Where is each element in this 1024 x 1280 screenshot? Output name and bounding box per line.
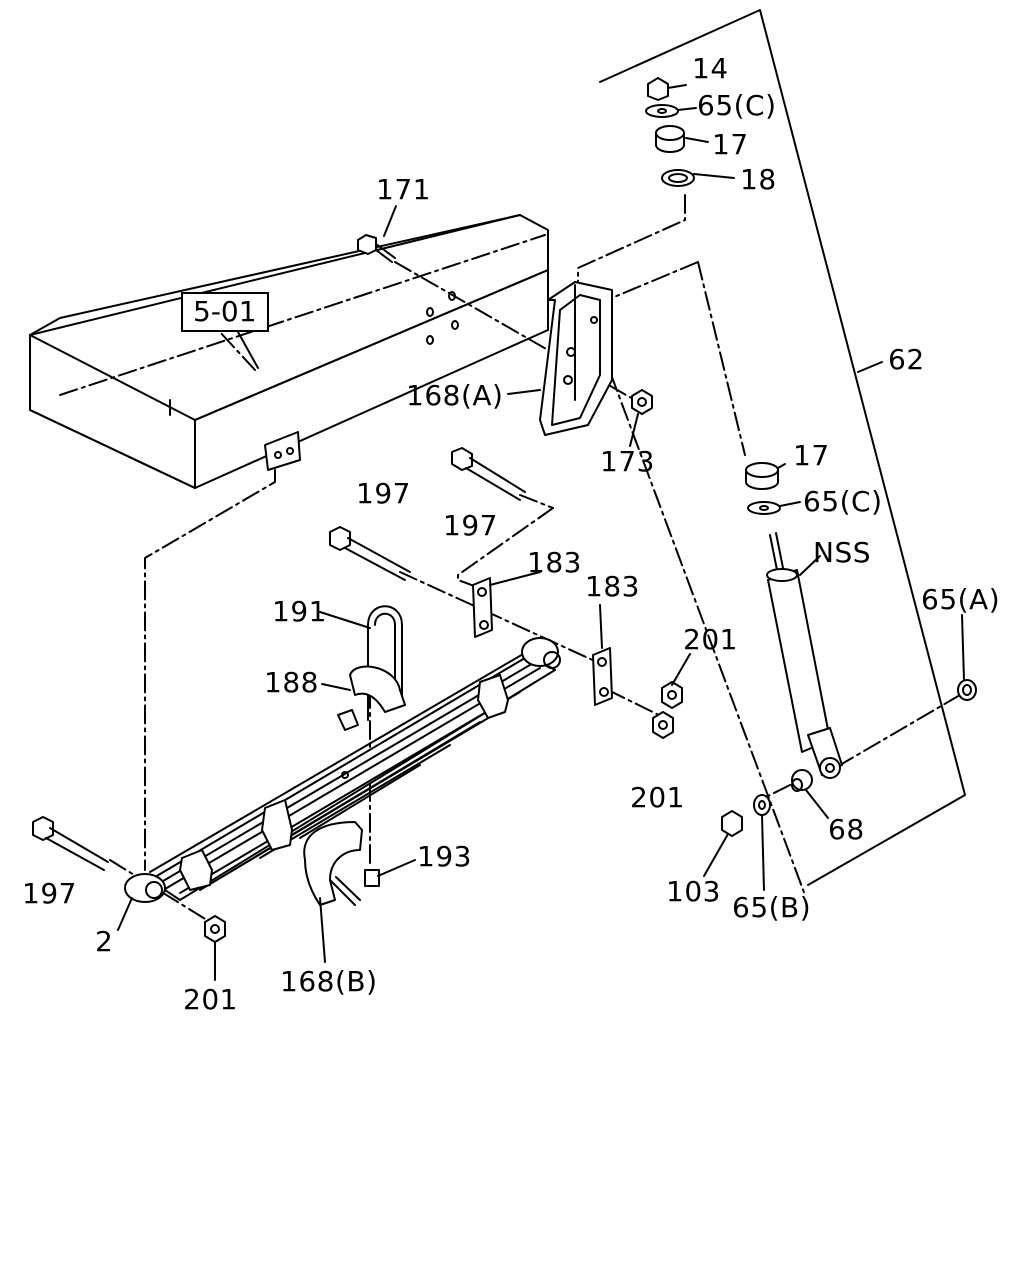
nuts-201 <box>204 681 683 943</box>
reference-box-5-01[interactable]: 5-01 <box>181 292 269 332</box>
leader-lines <box>117 84 965 981</box>
label-197-c: 197 <box>22 877 77 910</box>
label-171: 171 <box>376 173 431 206</box>
label-14: 14 <box>692 52 729 85</box>
label-2: 2 <box>95 925 114 958</box>
bolts-197 <box>32 447 526 871</box>
hanger-bracket-168a <box>539 281 613 436</box>
leaf-spring <box>124 637 561 903</box>
shock-lower-hardware <box>721 679 977 837</box>
label-nss: NSS <box>813 536 871 569</box>
label-188: 188 <box>264 666 319 699</box>
label-65b: 65(B) <box>732 891 812 924</box>
label-65c-mid: 65(C) <box>803 485 883 518</box>
frame-rail <box>29 214 549 489</box>
label-17-top: 17 <box>712 128 749 161</box>
spring-seat-ubolt <box>337 605 406 731</box>
label-191: 191 <box>272 595 327 628</box>
label-193: 193 <box>417 840 472 873</box>
label-68: 68 <box>828 813 865 846</box>
label-62: 62 <box>888 343 925 376</box>
label-17-mid: 17 <box>793 439 830 472</box>
bracket-168b <box>303 821 380 906</box>
shackle-plates <box>472 577 613 706</box>
bolt-171 <box>357 234 396 263</box>
label-201-c: 201 <box>183 983 238 1016</box>
label-65c-top: 65(C) <box>697 89 777 122</box>
label-197-b: 197 <box>443 509 498 542</box>
shock-top-hardware <box>645 77 781 515</box>
label-18: 18 <box>740 163 777 196</box>
shock-absorber <box>766 532 843 779</box>
shock-group-outline <box>599 9 966 886</box>
nut-173 <box>631 389 653 415</box>
label-103: 103 <box>666 875 721 908</box>
label-201-a: 201 <box>683 623 738 656</box>
label-65a: 65(A) <box>921 583 1001 616</box>
label-168b: 168(B) <box>280 965 378 998</box>
label-201-b: 201 <box>630 781 685 814</box>
label-183-a: 183 <box>527 546 582 579</box>
label-168a: 168(A) <box>406 379 504 412</box>
label-183-b: 183 <box>585 570 640 603</box>
label-197-a: 197 <box>356 477 411 510</box>
label-173: 173 <box>600 445 655 478</box>
